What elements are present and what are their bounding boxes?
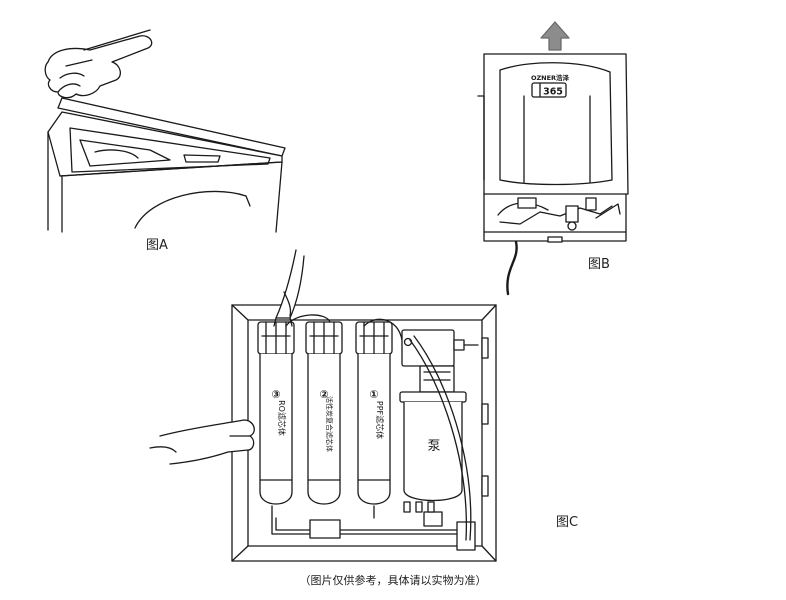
figure-a-drawing xyxy=(44,29,286,233)
filter-3-label: RO滤芯体 xyxy=(277,400,287,436)
figure-c-drawing xyxy=(149,249,497,562)
figure-b-label: 图B xyxy=(588,257,610,272)
filter-2-number: ② xyxy=(319,388,328,401)
brand-logo: OZNER浩泽 xyxy=(531,73,570,82)
filter-1-label: PPF滤芯体 xyxy=(375,401,385,439)
model-badge: 365 xyxy=(543,87,563,98)
filter-2-label: 活性炭复合滤芯体 xyxy=(325,396,334,452)
figure-b-drawing xyxy=(477,21,629,296)
figure-c-label: 图C xyxy=(556,515,579,530)
disclaimer-caption: （图片仅供参考，具体请以实物为准） xyxy=(299,574,487,587)
filter-3-number: ③ xyxy=(271,388,280,401)
pump-label: 泵 xyxy=(427,439,440,454)
figure-a-label: 图A xyxy=(146,238,168,253)
filter-1-number: ① xyxy=(369,388,378,401)
